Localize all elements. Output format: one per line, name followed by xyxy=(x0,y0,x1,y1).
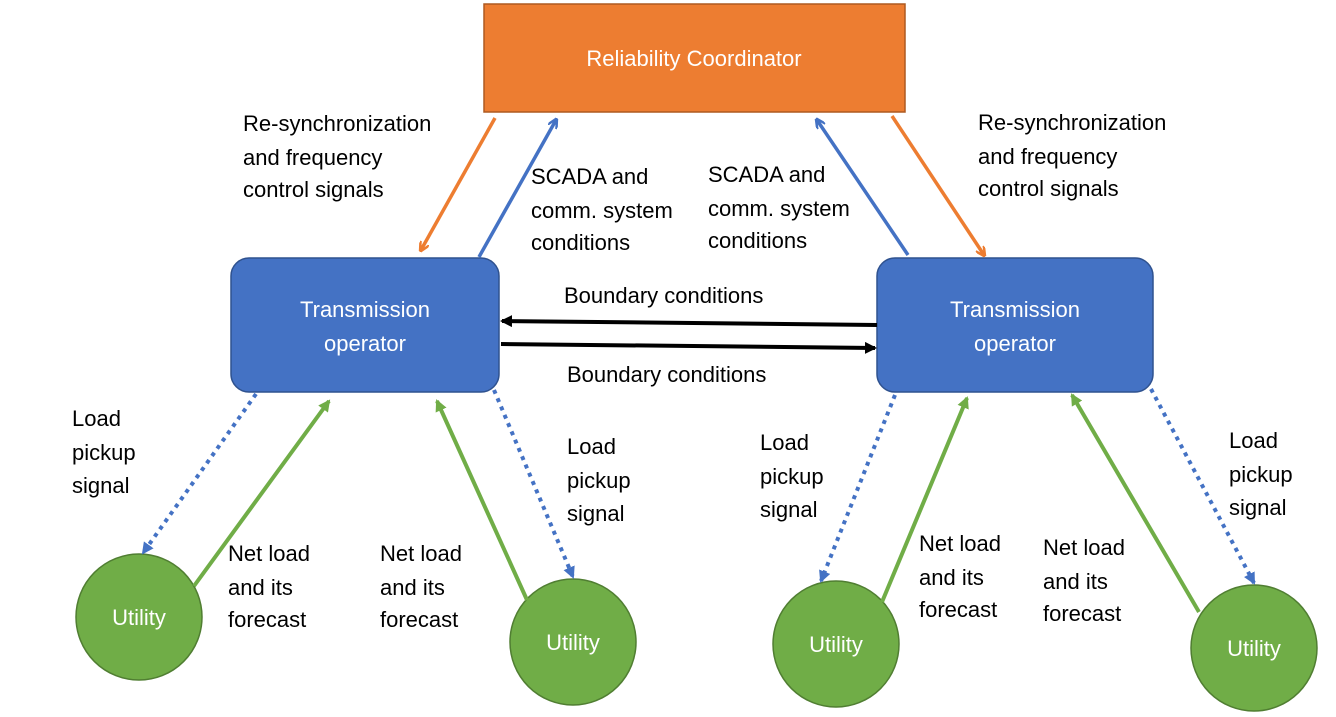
load-pickup-arrow-4 xyxy=(1149,388,1256,585)
svg-text:Net load: Net load xyxy=(228,541,310,566)
transmission-operator-right: Transmission operator xyxy=(876,257,1154,393)
svg-text:and its: and its xyxy=(919,565,984,590)
boundary-arrow-to-right xyxy=(500,341,877,354)
utility-label-1: Utility xyxy=(112,605,166,630)
transmission-operator-left: Transmission operator xyxy=(230,257,500,393)
svg-text:signal: signal xyxy=(760,497,817,522)
svg-text:signal: signal xyxy=(1229,495,1286,520)
load-pickup-label-3: Load pickup signal xyxy=(760,430,824,522)
svg-text:Re-synchronization: Re-synchronization xyxy=(978,110,1166,135)
svg-text:Load: Load xyxy=(567,434,616,459)
utility-node-2: Utility xyxy=(509,578,637,706)
svg-text:control signals: control signals xyxy=(978,176,1119,201)
reliability-coordinator-node: Reliability Coordinator xyxy=(483,3,906,113)
resync-arrow-right xyxy=(890,115,984,255)
svg-text:Net load: Net load xyxy=(919,531,1001,556)
scada-arrow-right xyxy=(817,120,910,256)
svg-text:and its: and its xyxy=(228,575,293,600)
scada-label-right: SCADA and comm. system conditions xyxy=(708,162,850,253)
utility-node-4: Utility xyxy=(1190,584,1318,712)
resync-label-right: Re-synchronization and frequency control… xyxy=(978,110,1166,201)
reliability-coordinator-label: Reliability Coordinator xyxy=(586,46,801,71)
svg-text:conditions: conditions xyxy=(531,230,630,255)
net-load-arrow-2 xyxy=(435,399,529,601)
net-load-label-1: Net load and its forecast xyxy=(228,541,310,632)
svg-text:comm. system: comm. system xyxy=(708,196,850,221)
net-load-arrow-3 xyxy=(880,396,969,603)
utility-label-3: Utility xyxy=(809,632,863,657)
net-load-label-2: Net load and its forecast xyxy=(380,541,462,632)
svg-text:forecast: forecast xyxy=(919,597,997,622)
svg-text:conditions: conditions xyxy=(708,228,807,253)
scada-label-left: SCADA and comm. system conditions xyxy=(531,164,673,255)
operator-left-line1: Transmission xyxy=(300,297,430,322)
boundary-label-bottom: Boundary conditions xyxy=(567,362,766,387)
svg-text:pickup: pickup xyxy=(567,468,631,493)
operator-right-line1: Transmission xyxy=(950,297,1080,322)
svg-text:forecast: forecast xyxy=(1043,601,1121,626)
svg-text:forecast: forecast xyxy=(380,607,458,632)
svg-text:control signals: control signals xyxy=(243,177,384,202)
operator-right-line2: operator xyxy=(974,331,1056,356)
svg-text:SCADA and: SCADA and xyxy=(531,164,648,189)
load-pickup-label-2: Load pickup signal xyxy=(567,434,631,526)
svg-text:Re-synchronization: Re-synchronization xyxy=(243,111,431,136)
load-pickup-arrow-3 xyxy=(819,394,897,583)
utility-label-2: Utility xyxy=(546,630,600,655)
svg-text:pickup: pickup xyxy=(72,440,136,465)
svg-text:pickup: pickup xyxy=(1229,462,1293,487)
resync-arrow-left xyxy=(421,117,497,250)
load-pickup-arrow-2 xyxy=(492,389,575,579)
resync-label-left: Re-synchronization and frequency control… xyxy=(243,111,431,202)
net-load-label-3: Net load and its forecast xyxy=(919,531,1001,622)
svg-text:Load: Load xyxy=(760,430,809,455)
load-pickup-label-4: Load pickup signal xyxy=(1229,428,1293,520)
svg-text:and its: and its xyxy=(1043,569,1108,594)
svg-text:pickup: pickup xyxy=(760,464,824,489)
svg-text:Load: Load xyxy=(1229,428,1278,453)
net-load-arrow-4 xyxy=(1070,393,1201,614)
svg-text:SCADA and: SCADA and xyxy=(708,162,825,187)
load-pickup-label-1: Load pickup signal xyxy=(72,406,136,498)
svg-text:and frequency: and frequency xyxy=(978,144,1117,169)
svg-text:forecast: forecast xyxy=(228,607,306,632)
net-load-label-4: Net load and its forecast xyxy=(1043,535,1125,626)
utility-node-3: Utility xyxy=(772,580,900,708)
boundary-label-top: Boundary conditions xyxy=(564,283,763,308)
svg-text:and frequency: and frequency xyxy=(243,145,382,170)
operator-left-line2: operator xyxy=(324,331,406,356)
utility-node-1: Utility xyxy=(75,553,203,681)
scada-arrow-left xyxy=(477,120,556,258)
load-pickup-arrow-1 xyxy=(141,392,258,555)
svg-text:signal: signal xyxy=(72,473,129,498)
boundary-arrow-to-left xyxy=(500,315,878,328)
svg-text:Net load: Net load xyxy=(1043,535,1125,560)
net-load-arrow-1 xyxy=(192,399,331,588)
svg-text:signal: signal xyxy=(567,501,624,526)
utility-label-4: Utility xyxy=(1227,636,1281,661)
svg-text:comm. system: comm. system xyxy=(531,198,673,223)
svg-text:and its: and its xyxy=(380,575,445,600)
svg-text:Net load: Net load xyxy=(380,541,462,566)
svg-text:Load: Load xyxy=(72,406,121,431)
